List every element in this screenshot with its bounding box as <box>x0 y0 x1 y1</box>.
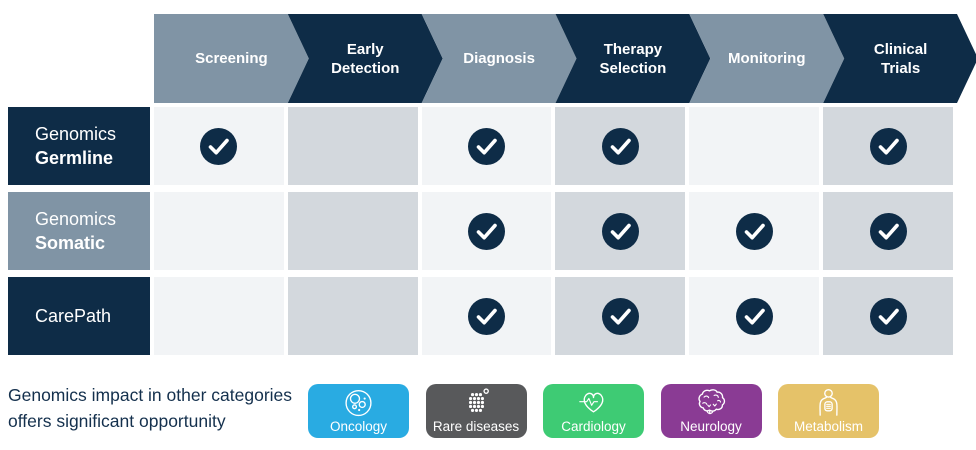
row-label-line: CarePath <box>35 306 112 326</box>
stage-arrow-clinical-trials <box>823 14 976 103</box>
check-icon <box>601 297 639 335</box>
badge-cardiology: Cardiology <box>543 384 644 438</box>
badge-neurology: Neurology <box>660 384 762 438</box>
stage-arrows <box>154 14 976 103</box>
cell-r3-c2 <box>287 277 418 355</box>
oncology-cells-icon <box>345 389 372 417</box>
row-label-line: Somatic <box>35 233 106 253</box>
cell-r3-c5 <box>689 277 820 355</box>
category-badges: Oncology Rare diseases Cardiology Neurology… <box>308 384 879 438</box>
cell-r1-c3 <box>421 107 552 185</box>
cell-r2-c3 <box>421 192 552 270</box>
row-label-line: Germline <box>35 148 114 168</box>
check-icon <box>735 297 773 335</box>
check-icon <box>869 297 907 335</box>
cell-r1-c2 <box>287 107 418 185</box>
stage-arrow-screening <box>154 14 309 103</box>
footnote-text: Genomics impact in other categories offer… <box>8 382 292 434</box>
badge-label: Metabolism <box>793 419 864 434</box>
row-label-line: Genomics <box>35 124 117 144</box>
cell-r1-c5 <box>689 107 820 185</box>
badge-label: Rare diseases <box>432 419 520 434</box>
stage-arrow-therapy-selection <box>555 14 711 103</box>
rare-diseases-dots-icon <box>468 388 489 413</box>
cell-r1-c1 <box>154 107 284 185</box>
cell-r3-c1 <box>154 277 284 355</box>
check-icon <box>468 212 506 250</box>
cell-r2-c2 <box>287 192 418 270</box>
check-icon <box>468 127 506 165</box>
cell-r2-c6 <box>823 192 953 270</box>
cell-r2-c1 <box>154 192 284 270</box>
cell-r1-c4 <box>555 107 686 185</box>
neurology-brain-icon <box>697 389 725 415</box>
cell-r3-c3 <box>421 277 552 355</box>
check-icon <box>869 212 907 250</box>
stage-arrow-diagnosis <box>421 14 577 103</box>
footnote-line: Genomics impact in other categories <box>8 385 293 405</box>
row-label-line: Genomics <box>35 209 117 229</box>
badge-label: Cardiology <box>561 419 626 434</box>
row-label-carepath: CarePath <box>8 277 150 355</box>
badge-label: Neurology <box>680 419 742 434</box>
footnote-line: offers significant opportunity <box>8 411 226 431</box>
badge-label: Oncology <box>329 419 388 434</box>
check-icon <box>869 127 907 165</box>
badge-rare-diseases: Rare diseases <box>425 384 527 438</box>
cell-r1-c6 <box>823 107 953 185</box>
cell-r3-c4 <box>555 277 686 355</box>
badge-oncology: Oncology <box>308 384 409 438</box>
check-icon <box>601 212 639 250</box>
stage-arrow-monitoring <box>689 14 845 103</box>
stage-arrow-early-detection <box>287 14 443 103</box>
badge-metabolism: Metabolism <box>778 384 879 438</box>
cell-r3-c6 <box>823 277 953 355</box>
check-icon <box>601 127 639 165</box>
cell-r2-c5 <box>689 192 820 270</box>
cell-r2-c4 <box>555 192 686 270</box>
check-icon <box>735 212 773 250</box>
metabolism-body-icon <box>819 388 838 416</box>
check-icon <box>200 127 238 165</box>
cardiology-heart-icon <box>579 392 604 413</box>
check-icon <box>468 297 506 335</box>
